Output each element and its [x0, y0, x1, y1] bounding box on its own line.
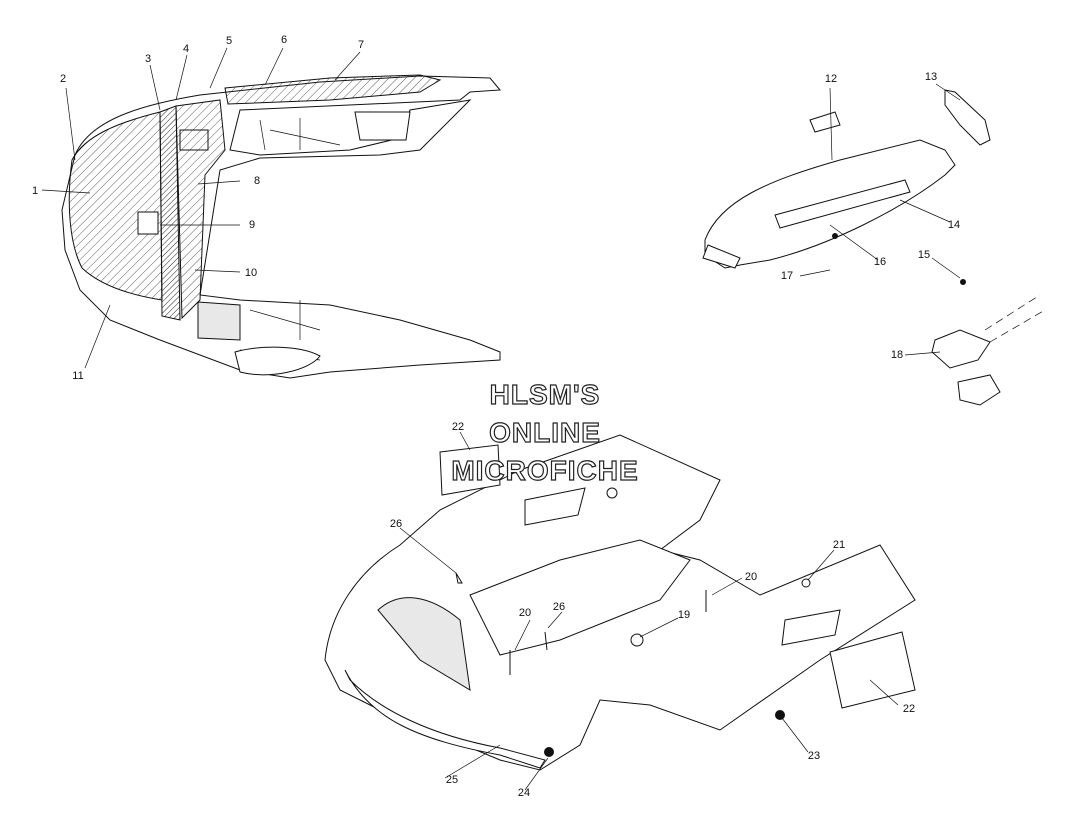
callout-18: 18	[891, 349, 903, 361]
callout-21: 21	[833, 539, 845, 551]
callout-14: 14	[948, 219, 960, 231]
callout-22: 22	[903, 703, 915, 715]
callout-6: 6	[281, 34, 287, 46]
callout-26: 26	[553, 601, 565, 613]
callout-8: 8	[254, 175, 260, 187]
callout-23: 23	[808, 750, 820, 762]
callout-13: 13	[925, 71, 937, 83]
callout-2: 2	[60, 73, 66, 85]
callout-12: 12	[825, 73, 837, 85]
callout-15: 15	[918, 249, 930, 261]
callout-1: 1	[32, 185, 38, 197]
callout-17: 17	[781, 270, 793, 282]
callout-24: 24	[518, 787, 530, 799]
callout-19: 19	[678, 609, 690, 621]
watermark: HLSM'S ONLINE MICROFICHE	[451, 378, 639, 486]
callout-3: 3	[145, 53, 151, 65]
watermark-line-1: HLSM'S	[490, 379, 601, 410]
callout-20: 20	[519, 607, 531, 619]
callout-16: 16	[874, 256, 886, 268]
nose-pan-view	[324, 434, 916, 771]
leader-lines	[41, 47, 961, 791]
hood-top-view	[61, 74, 502, 379]
watermark-line-3: MICROFICHE	[451, 455, 638, 486]
callout-4: 4	[183, 43, 189, 55]
callout-22: 22	[452, 421, 464, 433]
callout-5: 5	[226, 35, 232, 47]
watermark-line-2: ONLINE	[489, 417, 601, 448]
callout-26: 26	[390, 518, 402, 530]
callout-10: 10	[245, 267, 257, 279]
callout-9: 9	[249, 219, 255, 231]
shield-assembly	[702, 89, 1046, 406]
callout-20: 20	[745, 571, 757, 583]
callout-11: 11	[72, 370, 83, 382]
callout-25: 25	[446, 774, 458, 786]
callout-7: 7	[358, 39, 364, 51]
